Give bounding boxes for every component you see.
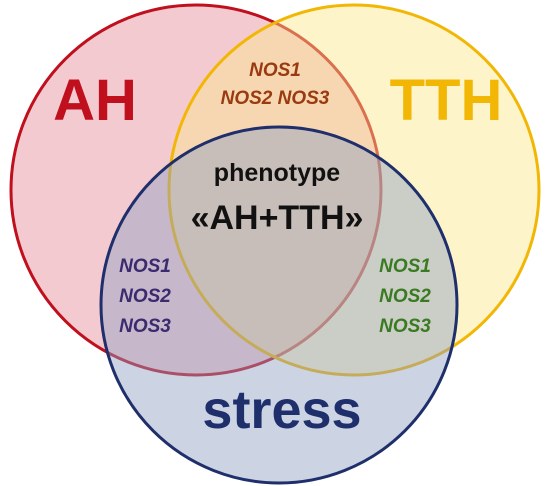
region-tth-stress: NOS1 NOS2 NOS3 [379,256,431,337]
region-ah-stress-line-3: NOS3 [119,316,171,337]
region-ah-stress-line-2: NOS2 [119,286,171,307]
region-center: phenotype «AH+TTH» [191,159,364,237]
region-ah-tth-line-1: NOS1 [249,60,301,81]
region-ah-tth: NOS1 NOS2 NOS3 [221,60,330,109]
region-tth-stress-line-2: NOS2 [379,286,431,307]
region-ah-stress: NOS1 NOS2 NOS3 [119,256,171,337]
region-tth-stress-line-1: NOS1 [379,256,431,277]
label-ah: AH [53,68,137,133]
circle-tth [167,3,541,377]
label-tth: TTH [390,68,503,133]
region-ah-tth-line-2: NOS2 NOS3 [221,88,330,109]
center-line-1: phenotype [214,159,340,187]
label-stress: stress [202,380,361,440]
region-ah-stress-line-1: NOS1 [119,256,171,277]
circle-stress [99,125,459,485]
region-tth-stress-line-3: NOS3 [379,316,431,337]
center-line-2: «AH+TTH» [191,199,364,237]
